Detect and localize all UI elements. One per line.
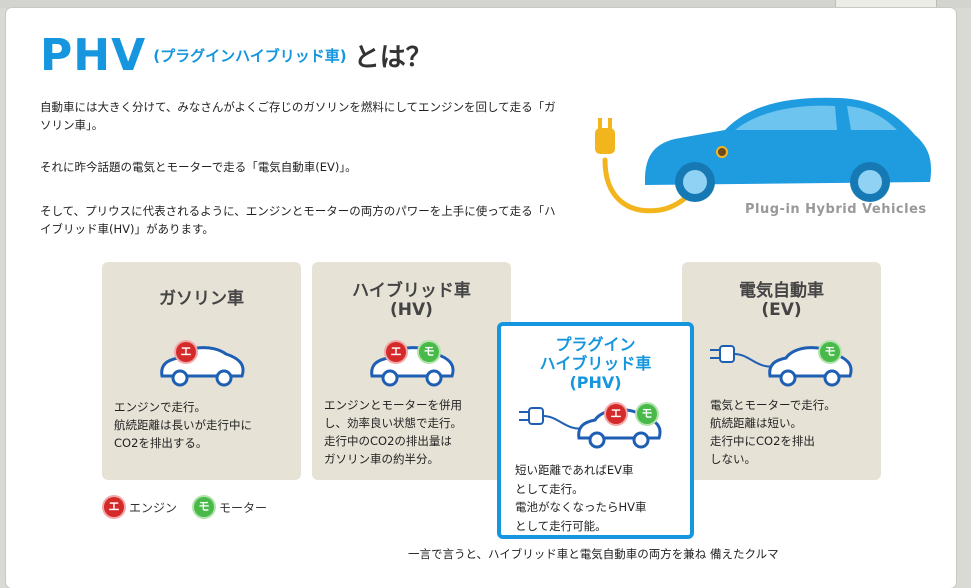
card-title-line: プラグイン [555,335,636,354]
engine-badge-icon: エ [606,404,626,424]
summary-text: 一言で言うと、ハイブリッド車と電気自動車の両方を兼ね 備えたクルマ [408,547,779,561]
desc-line: CO2を排出する。 [114,436,208,450]
desc-line: として走行可能。 [515,518,607,533]
electric-car-icon [710,345,853,387]
card-title: プラグイン ハイブリッド車 (PHV) [501,335,690,392]
motor-badge-icon: モ [194,497,214,517]
card-description: エンジンで走行。 航続距離は長いが走行中に CO2を排出する。 [114,398,293,452]
engine-badge-icon: エ [176,342,196,362]
card-hybrid-car: ハイブリッド車 (HV) エ モ エンジンとモーターを併用 し、効率良い状態で走… [312,262,511,480]
legend-label: モーター [219,500,268,515]
phv-car-illustration [595,97,932,214]
desc-line: として走行。 [515,481,584,496]
desc-line: エンジンで走行。 [114,400,206,414]
card-title-line: (PHV) [569,373,622,392]
desc-line: 走行中のCO2の排出量は [324,434,452,448]
desc-line: 走行中にCO2を排出 [710,434,815,448]
car-window-rear [847,106,897,130]
desc-line: し、効率良い状態で走行。 [324,416,462,430]
card-electric-car: 電気自動車 (EV) モ 電気とモーターで走行。 航続距離は短い。 走行中にCO… [682,262,881,480]
hybrid-car-icon [370,346,455,387]
gasoline-car-icon [160,346,245,387]
motor-badge-icon: モ [419,342,439,362]
card-description: エンジンとモーターを併用 し、効率良い状態で走行。 走行中のCO2の排出量は ガ… [324,396,503,468]
legend-engine: エエンジン [104,497,177,519]
desc-line: 電池がなくなったらHV車 [515,500,647,514]
card-gasoline-car: ガソリン車 エ エンジンで走行。 航続距離は長いが走行中に CO2を排出する。 [102,262,301,480]
engine-badge-icon: エ [386,342,406,362]
top-tab [835,0,937,8]
title-main: PHV [40,30,147,81]
desc-line: 航続距離は長いが走行中に [114,418,252,432]
card-title-line: ハイブリッド車 [539,354,652,373]
plug-icon [595,118,615,154]
top-bar [0,0,971,8]
intro-paragraph-ev: それに昨今話題の電気とモーターで走る「電気自動車(EV)」。 [40,160,357,174]
intro-paragraph-gasoline: 自動車には大きく分けて、みなさんがよくご存じのガソリンを燃料にしてエンジンを回し… [40,100,556,132]
desc-line: エンジンとモーターを併用 [324,398,462,412]
card-title: ガソリン車 [159,289,244,309]
desc-line: ガソリン車の約半分。 [324,452,439,466]
desc-line: しない。 [710,452,756,466]
legend-label: エンジン [129,500,178,515]
title-suffix: とは？ [353,43,432,73]
intro-paragraph-hybrid: そして、プリウスに代表されるように、エンジンとモーターの両方のパワーを上手に使っ… [40,204,556,236]
card-description: 電気とモーターで走行。 航続距離は短い。 走行中にCO2を排出 しない。 [710,396,873,468]
motor-badge-icon: モ [820,342,840,362]
title-sub: (プラグインハイブリッド車) [153,47,347,65]
motor-badge-icon: モ [637,404,657,424]
card-title-line: (HV) [390,300,433,320]
hero-caption: Plug-in Hybrid Vehicles [745,202,927,217]
card-title: 電気自動車 (EV) [682,282,881,320]
charge-port [716,146,728,158]
card-title-line: (EV) [761,300,802,320]
card-plugin-hybrid-car: プラグイン ハイブリッド車 (PHV) エ モ 短い距離であればEV車 として走… [497,322,694,539]
engine-badge-icon: エ [104,497,124,517]
card-description: 短い距離であればEV車 として走行。 電池がなくなったらHV車 として走行可能。 [515,461,647,535]
card-title-line: 電気自動車 [739,281,824,301]
page-title: PHV (プラグインハイブリッド車) とは？ [40,30,432,81]
desc-line: 電気とモーターで走行。 [710,398,836,412]
legend-motor: モモーター [194,497,267,519]
card-title: ハイブリッド車 (HV) [312,282,511,320]
desc-line: 航続距離は短い。 [710,416,802,430]
card-title-line: ハイブリッド車 [352,281,471,301]
car-window [735,105,837,130]
desc-line: 短い距離であればEV車 [515,463,634,477]
